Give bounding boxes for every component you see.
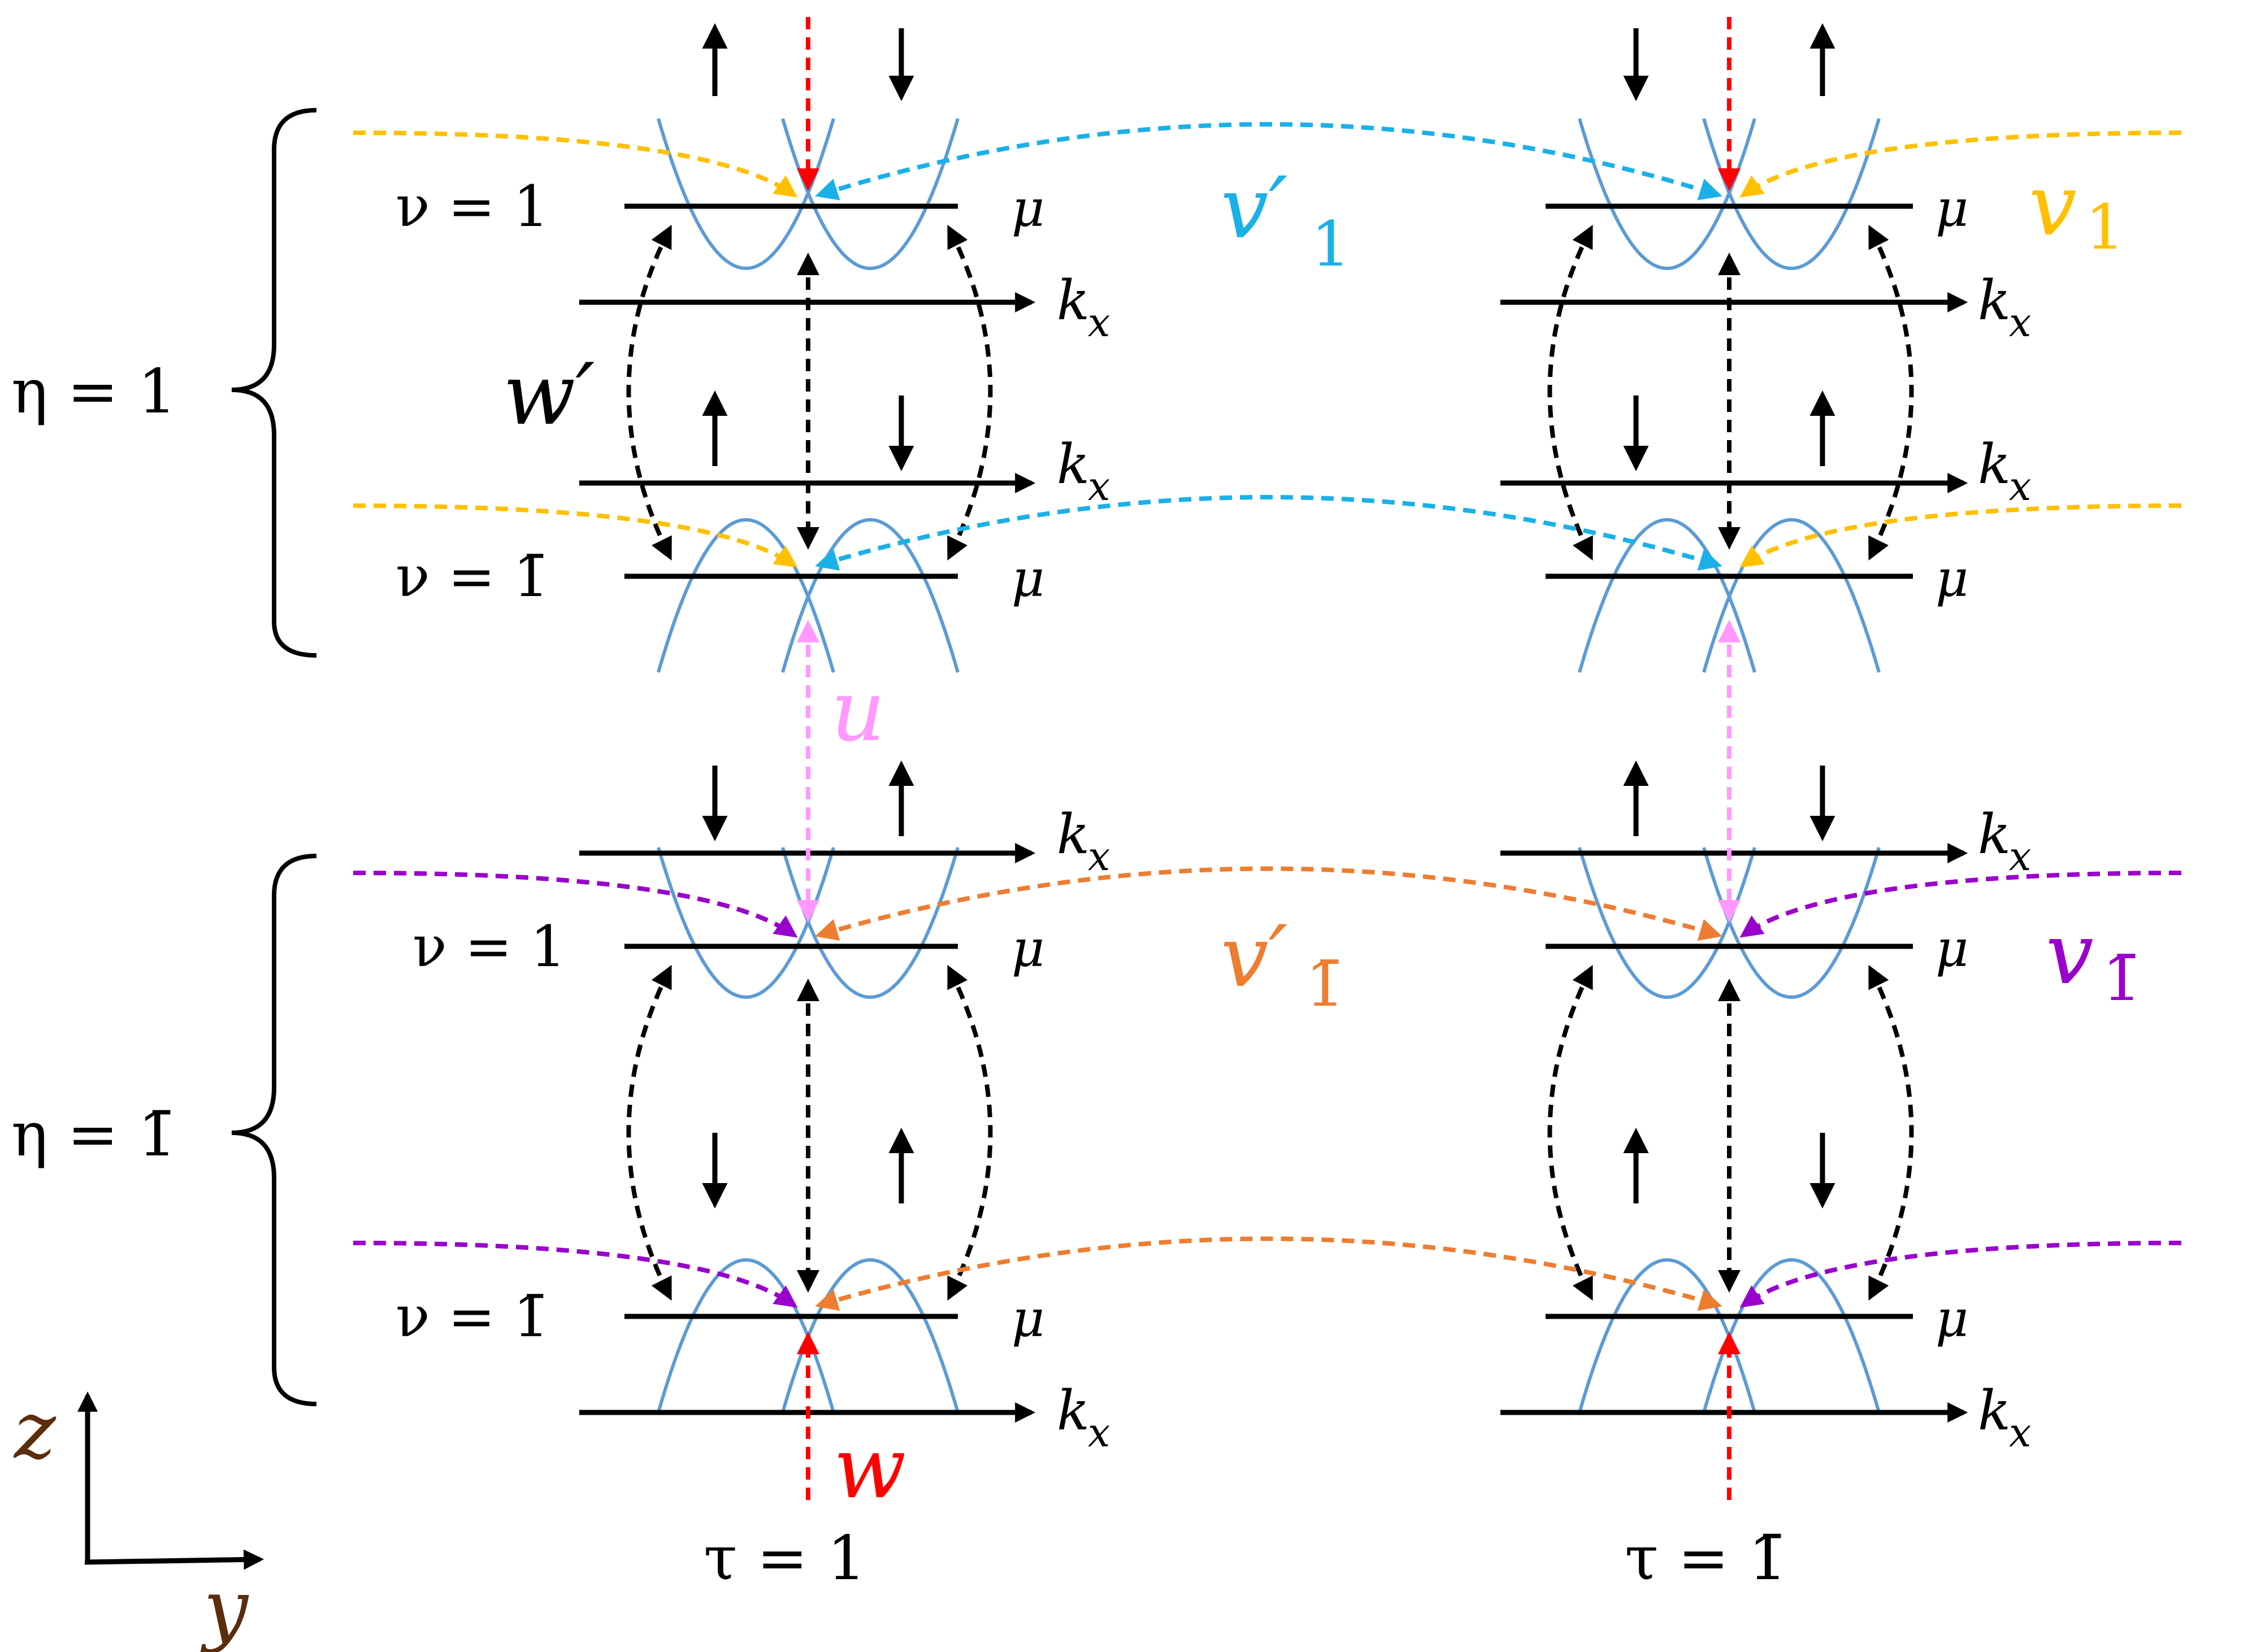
- vbar-hopping-arrows: [353, 871, 2182, 1308]
- kx-label: k x: [1057, 1379, 1110, 1456]
- svg-text:x: x: [2009, 833, 2031, 880]
- svg-text:k: k: [1057, 803, 1090, 866]
- kx-label: k x: [1057, 803, 1110, 880]
- v1prime-hopping-arrows: [815, 122, 1722, 571]
- svg-text:x: x: [2009, 463, 2031, 510]
- band-etabar-nu1-tau2: [1500, 843, 1968, 999]
- nu1-label-top: ν = 1: [396, 173, 549, 240]
- v1-hopping-arrows: [353, 131, 2182, 568]
- svg-text:k: k: [1057, 269, 1090, 332]
- w-label: w: [834, 1419, 906, 1518]
- etabar-label: η = 1̄: [11, 1099, 177, 1170]
- svg-text:v′: v′: [1221, 908, 1288, 1006]
- axis-z-label: z: [13, 1385, 57, 1477]
- mu-label: μ: [1935, 1289, 1969, 1349]
- svg-text:k: k: [1978, 269, 2011, 332]
- eta1-label: η = 1: [11, 357, 177, 427]
- svg-text:k: k: [1978, 803, 2011, 866]
- eta1-brace: [231, 108, 317, 658]
- kx-label: k x: [1978, 803, 2031, 880]
- tau1-label: τ = 1: [704, 1523, 866, 1594]
- svg-text:x: x: [1088, 833, 1110, 880]
- spin-arrows: [702, 23, 1835, 1208]
- mu-label: μ: [1935, 919, 1969, 979]
- svg-text:1: 1: [1311, 208, 1351, 280]
- svg-text:1: 1: [2085, 191, 2125, 263]
- svg-text:k: k: [1978, 1379, 2011, 1442]
- svg-text:v: v: [2029, 156, 2077, 255]
- mu-label: μ: [1012, 1289, 1045, 1349]
- nu1-label-bottom: ν = 1: [413, 914, 566, 980]
- svg-text:x: x: [1088, 299, 1110, 346]
- svg-text:x: x: [2009, 1410, 2031, 1456]
- band-eta1-nu1-tau1: [579, 118, 1036, 312]
- vbar1-label: v 1̄: [2046, 905, 2142, 1015]
- svg-text:v: v: [2046, 905, 2094, 1003]
- kx-label: k x: [1978, 1379, 2031, 1456]
- mu-label: μ: [1012, 549, 1045, 608]
- nu-coupling-arrows: [626, 224, 1914, 1301]
- svg-text:k: k: [1978, 433, 2011, 496]
- axis-y-label: y: [200, 1563, 249, 1652]
- mu-label: μ: [1012, 919, 1045, 979]
- vbar1prime-label: v′ 1̄: [1221, 908, 1345, 1020]
- kx-label: k x: [1057, 269, 1110, 346]
- svg-text:k: k: [1057, 433, 1090, 496]
- taubar-label: τ = 1̄: [1625, 1523, 1787, 1594]
- w-hopping-arrows: [797, 17, 1741, 1500]
- v1-label: v 1: [2029, 156, 2125, 263]
- u-label: u: [831, 662, 886, 760]
- wprime-label: w′: [503, 346, 594, 444]
- svg-text:x: x: [1088, 1410, 1110, 1456]
- mu-label: μ: [1935, 179, 1969, 238]
- etabar-brace: [231, 854, 317, 1406]
- svg-text:v′: v′: [1221, 159, 1288, 258]
- nubar-label-bottom: ν = 1̄: [396, 1284, 549, 1350]
- mu-label: μ: [1935, 549, 1969, 608]
- svg-text:1̄: 1̄: [2102, 942, 2142, 1015]
- svg-text:k: k: [1057, 1379, 1090, 1442]
- kx-label: k x: [1978, 433, 2031, 510]
- axis-indicator: z y: [13, 1385, 264, 1652]
- svg-text:1̄: 1̄: [1305, 948, 1345, 1020]
- svg-text:x: x: [1088, 463, 1110, 510]
- band-eta1-nubar-tau1: [579, 473, 1036, 673]
- v1prime-label: v′ 1: [1221, 159, 1351, 280]
- band-etabar-nubar-tau1: [579, 1258, 1036, 1423]
- vbarprime-hopping-arrows: [815, 866, 1722, 1311]
- u-hopping-arrows: [797, 620, 1741, 923]
- band-etabar-nubar-tau2: [1500, 1258, 1968, 1423]
- band-etabar-nu1-tau1: [579, 843, 1036, 999]
- nubar-label-top: ν = 1̄: [396, 544, 549, 610]
- mu-label: μ: [1012, 179, 1045, 238]
- svg-text:x: x: [2009, 299, 2031, 346]
- kx-label: k x: [1057, 433, 1110, 510]
- kx-label: k x: [1978, 269, 2031, 346]
